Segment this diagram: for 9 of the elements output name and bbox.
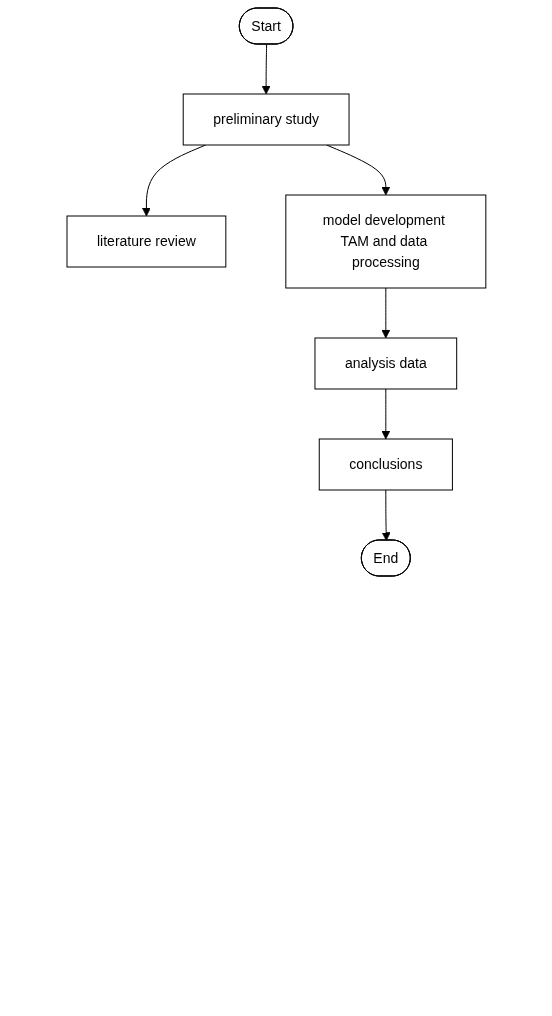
node-box: preliminary study — [182, 93, 350, 146]
node-box: analysis data — [314, 337, 457, 390]
arrow — [381, 388, 390, 440]
arrow — [381, 287, 390, 339]
node-box: conclusions — [318, 438, 453, 491]
arrow — [261, 44, 271, 95]
arrow — [381, 489, 391, 541]
node-box: model development TAM and data processing — [284, 194, 486, 289]
node-box: literature review — [66, 215, 226, 268]
